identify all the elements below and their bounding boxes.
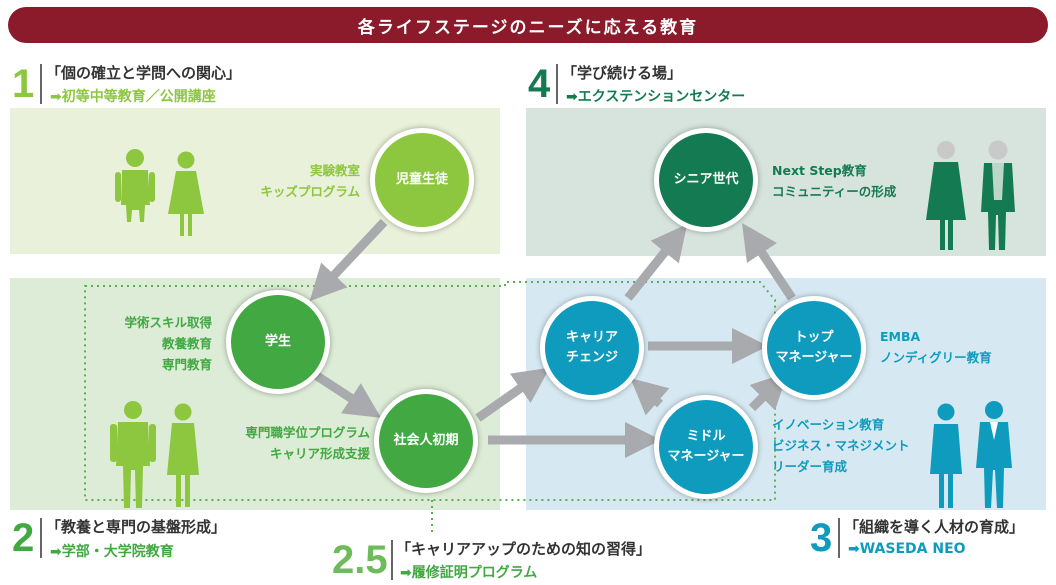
section-link-1[interactable]: ➡初等中等教育／公開講座 — [50, 89, 216, 105]
section-number-1: 1 — [12, 62, 35, 106]
note-professional: 専門職学位プログラムキャリア形成支援 — [245, 425, 370, 461]
section-divider-1 — [40, 64, 42, 104]
node-child-label: 児童生徒 — [395, 172, 448, 187]
section-number-2-5: 2.5 — [332, 538, 388, 582]
section-divider-2-5 — [391, 540, 393, 580]
section-link-2-5[interactable]: ➡履修証明プログラム — [400, 565, 538, 581]
section-title-2: 「教養と専門の基盤形成」 — [46, 518, 227, 536]
section-divider-3 — [838, 518, 840, 558]
note-nextstep: Next Step教育コミュニティーの形成 — [772, 163, 897, 199]
section-title-2-5: 「キャリアアップのための知の習得」 — [396, 540, 652, 558]
page-title-banner: 各ライフステージのニーズに応える教育 — [8, 7, 1048, 43]
node-career-change-label: キャリアチェンジ — [565, 330, 618, 365]
node-top-manager: トップマネージャー — [762, 296, 866, 400]
section-divider-4 — [556, 64, 558, 104]
note-academic: 学術スキル取得教養教育専門教育 — [124, 315, 212, 372]
node-student: 学生 — [226, 290, 330, 394]
note-lab: 実験教室キッズプログラム — [260, 163, 360, 199]
node-middle-manager-label: ミドルマネージャー — [667, 429, 745, 464]
section-title-4: 「学び続ける場」 — [562, 64, 683, 82]
business-pair-icon — [930, 401, 1012, 508]
arrow-middle-career — [630, 378, 670, 416]
senior-pair-icon — [926, 140, 1015, 250]
arrow-career-senior — [624, 223, 688, 301]
node-career-change: キャリアチェンジ — [540, 296, 644, 400]
node-senior: シニア世代 — [654, 128, 758, 232]
section-divider-2 — [40, 518, 42, 558]
node-early-career: 社会人初期 — [374, 389, 478, 493]
section-title-1: 「個の確立と学問への関心」 — [46, 64, 242, 82]
arrow-student-worker — [311, 370, 382, 418]
section-number-4: 4 — [528, 62, 551, 106]
section-number-2: 2 — [12, 516, 35, 560]
arrow-top-senior — [742, 223, 796, 301]
node-child: 児童生徒 — [370, 128, 474, 232]
arrow-worker-career — [475, 367, 550, 422]
child-pair-icon — [115, 149, 204, 236]
node-senior-label: シニア世代 — [673, 172, 739, 187]
section-link-2[interactable]: ➡学部・大学院教育 — [50, 544, 174, 560]
dotted-region-outline — [84, 281, 776, 501]
node-early-career-label: 社会人初期 — [393, 433, 459, 448]
section-number-3: 3 — [810, 516, 833, 560]
student-pair-icon — [110, 401, 199, 508]
note-innovation: イノベーション教育ビジネス・マネジメントリーダー育成 — [772, 417, 910, 474]
arrow-child-student — [309, 218, 388, 302]
node-middle-manager: ミドルマネージャー — [654, 395, 758, 499]
node-top-manager-label: トップマネージャー — [775, 330, 853, 365]
arrow-middle-top — [748, 372, 788, 412]
node-student-label: 学生 — [264, 334, 291, 349]
section-link-4[interactable]: ➡エクステンションセンター — [566, 89, 746, 105]
section-link-3[interactable]: ➡WASEDA NEO — [848, 541, 966, 557]
section-title-3: 「組織を導く人材の育成」 — [844, 518, 1025, 536]
